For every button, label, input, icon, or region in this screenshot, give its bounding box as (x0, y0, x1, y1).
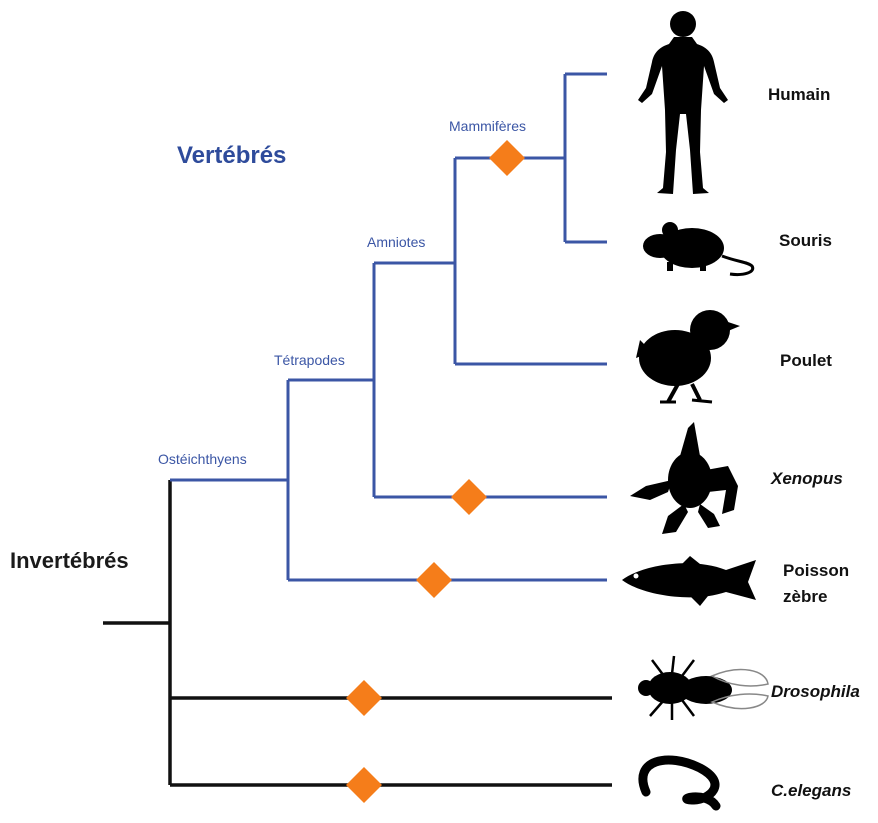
taxon-label-zebrafish-line1: Poisson (783, 558, 849, 584)
taxon-label-human: Humain (768, 82, 830, 108)
marker-drosophila (346, 680, 382, 716)
fly-silhouette-icon (638, 656, 768, 720)
human-silhouette-icon (638, 11, 728, 194)
taxon-label-celegans: C.elegans (771, 778, 851, 804)
taxon-label-drosophila: Drosophila (771, 679, 860, 705)
marker-mammals (489, 140, 525, 176)
taxon-label-zebrafish-line2: zèbre (783, 584, 827, 610)
taxon-label-mouse: Souris (779, 228, 832, 254)
marker-xenopus (451, 479, 487, 515)
clade-label-osteichthyes: Ostéichthyens (158, 451, 247, 467)
vertebrates-label: Vertébrés (177, 142, 286, 170)
mouse-silhouette-icon (643, 222, 753, 275)
fish-silhouette-icon (622, 556, 756, 606)
marker-celegans (346, 767, 382, 803)
clade-label-amniotes: Amniotes (367, 234, 425, 250)
taxon-label-chicken: Poulet (780, 348, 832, 374)
chick-silhouette-icon (636, 310, 740, 402)
invertebrates-label: Invertébrés (10, 548, 129, 574)
invertebrate-branches (103, 480, 612, 785)
taxon-label-xenopus: Xenopus (771, 466, 843, 492)
worm-silhouette-icon (643, 760, 716, 806)
marker-zebrafish (416, 562, 452, 598)
clade-label-mammals: Mammifères (449, 118, 526, 134)
clade-label-tetrapods: Tétrapodes (274, 352, 345, 368)
frog-silhouette-icon (630, 422, 738, 534)
